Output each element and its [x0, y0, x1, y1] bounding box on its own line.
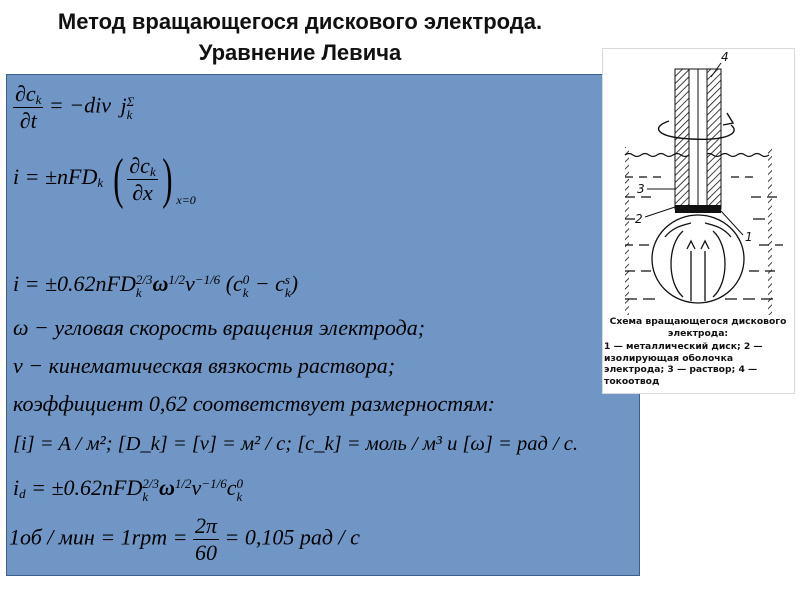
figure-caption: Схема вращающегося дискового электрода: … — [604, 316, 792, 387]
nu-symbol-2: ν — [191, 475, 202, 501]
minus-c: − c — [249, 271, 285, 297]
title-line-2: Уравнение Левича — [198, 40, 402, 65]
exp-minus-one-sixth: −1/6 — [194, 271, 221, 287]
label-2: 2 — [635, 212, 643, 226]
omega-symbol-2: ω — [159, 475, 175, 501]
cs-superscript: s — [284, 272, 290, 287]
j-symbol: j — [120, 92, 127, 118]
dx-denominator: ∂x — [132, 179, 153, 205]
equation-rpm: 1об / мин = 1rpm = 2π 60 = 0,105 рад / с — [9, 515, 360, 564]
text-coefficient: коэффициент 0,62 соответствует размернос… — [13, 391, 495, 416]
rotation-arrow-icon — [658, 112, 735, 141]
text-omega-definition: ω − угловая скорость вращения электрода; — [13, 315, 426, 340]
dk-subscript-levich: k — [135, 285, 142, 300]
text-nu-definition: ν − кинематическая вязкость раствора; — [13, 353, 396, 378]
leader-lines — [644, 62, 744, 236]
metal-disk — [675, 205, 721, 213]
sigma-superscript: Σ — [126, 93, 135, 109]
nu-symbol: ν — [185, 271, 195, 297]
omega-symbol: ω — [152, 271, 169, 297]
dc-k-subscript: k — [149, 163, 156, 179]
c0-k-subscript: k — [242, 285, 249, 300]
open-paren-c: (c — [225, 271, 243, 297]
two-pi: 2π — [194, 513, 218, 538]
label-1: 1 — [745, 230, 753, 244]
text-units: [i] = A / м²; [D_k] = [ν] = м² / с; [c_k… — [13, 433, 579, 455]
id-i: i — [13, 475, 20, 501]
rpm-rhs: = 0,105 рад / с — [224, 524, 360, 550]
levich-lhs: i = ±0.62nFD — [13, 271, 136, 297]
vessel-wall-right — [768, 147, 772, 315]
dc-numerator: ∂c — [129, 152, 150, 178]
fraction-dck-dt: ∂ck ∂t — [13, 81, 44, 133]
rotating-disk-electrode-diagram: 4 3 2 1 — [624, 50, 783, 315]
dk-subscript-2: k — [142, 489, 149, 504]
c0-superscript-2: 0 — [236, 476, 243, 491]
k-subscript: k — [35, 92, 42, 108]
jk-subscript: k — [126, 106, 133, 122]
slide-title: Метод вращающегося дискового электрода. … — [0, 6, 600, 68]
fraction-dck-dx: ∂ck ∂x — [127, 152, 158, 205]
figure-panel: 4 3 2 1 — [602, 48, 795, 394]
c-symbol-2: c — [226, 475, 237, 501]
x0-subscript: x=0 — [176, 193, 196, 208]
rpm-lhs: 1об / мин = 1rpm = — [9, 524, 188, 550]
fraction-2pi-60: 2π 60 — [192, 513, 220, 565]
dt-denominator: ∂t — [19, 108, 37, 133]
exp-two-thirds-2: 2/3 — [142, 476, 159, 491]
caption-body: 1 — металлический диск; 2 — изолирующая … — [604, 341, 763, 387]
exp-minus-one-sixth-2: −1/6 — [201, 475, 227, 491]
c0-superscript: 0 — [242, 272, 250, 287]
caption-title: Схема вращающегося дискового электрода: — [609, 316, 787, 339]
current-lhs: i = ±nFD — [13, 164, 98, 190]
label-3: 3 — [637, 182, 645, 196]
close-paren: ) — [290, 271, 299, 297]
vessel-wall — [625, 147, 629, 315]
partial-symbol: ∂ — [15, 81, 26, 106]
limiting-rhs: = ±0.62nFD — [25, 475, 143, 501]
flow-lines — [651, 214, 745, 304]
exp-two-thirds: 2/3 — [135, 272, 153, 287]
equation-current-flux: i = ±nFDk ( ∂ck ∂x )x=0 — [13, 148, 196, 210]
cs-k-subscript: k — [284, 285, 291, 300]
c-symbol: c — [25, 81, 36, 106]
div-text: = −div — [48, 92, 111, 118]
sixty: 60 — [195, 540, 217, 565]
c0-k-subscript-2: k — [236, 489, 243, 504]
exp-one-half: 1/2 — [168, 271, 186, 287]
dk-subscript: k — [97, 175, 104, 191]
title-line-1: Метод вращающегося дискового электрода. — [57, 9, 543, 34]
id-d-subscript: d — [19, 486, 26, 502]
exp-one-half-2: 1/2 — [174, 475, 192, 491]
label-4: 4 — [721, 50, 729, 64]
